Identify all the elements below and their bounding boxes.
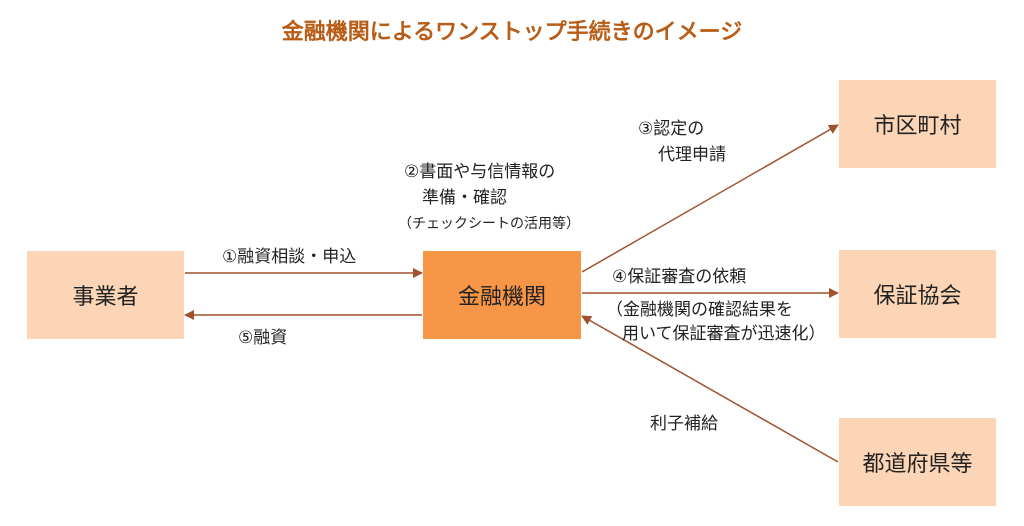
arrow-proxy-application [581,124,839,273]
label-step4: ④保証審査の依頼 [612,267,747,287]
node-business: 事業者 [27,251,184,339]
label-step2-line2: 準備・確認 [422,188,507,208]
label-step2-note: （チェックシートの活用等） [398,216,580,232]
label-interest-subsidy: 利子補給 [650,414,718,434]
node-bank: 金融機関 [423,251,581,339]
diagram-title: 金融機関によるワンストップ手続きのイメージ [281,20,743,45]
node-guarantee-association: 保証協会 [839,250,996,338]
label-step3-line2: 代理申請 [658,145,726,165]
node-municipality: 市区町村 [839,80,996,168]
label-step3-line1: ③認定の [638,119,705,139]
label-step2-line1: ②書面や与信情報の [404,162,556,182]
arrow-interest-subsidy [581,315,839,463]
label-step5: ⑤融資 [238,328,288,348]
label-step4-note-line1: （金融機関の確認結果を [606,300,793,320]
label-step1: ①融資相談・申込 [222,247,357,267]
node-prefecture: 都道府県等 [839,418,996,506]
label-step4-note-line2: 用いて保証審査が迅速化） [622,324,826,344]
